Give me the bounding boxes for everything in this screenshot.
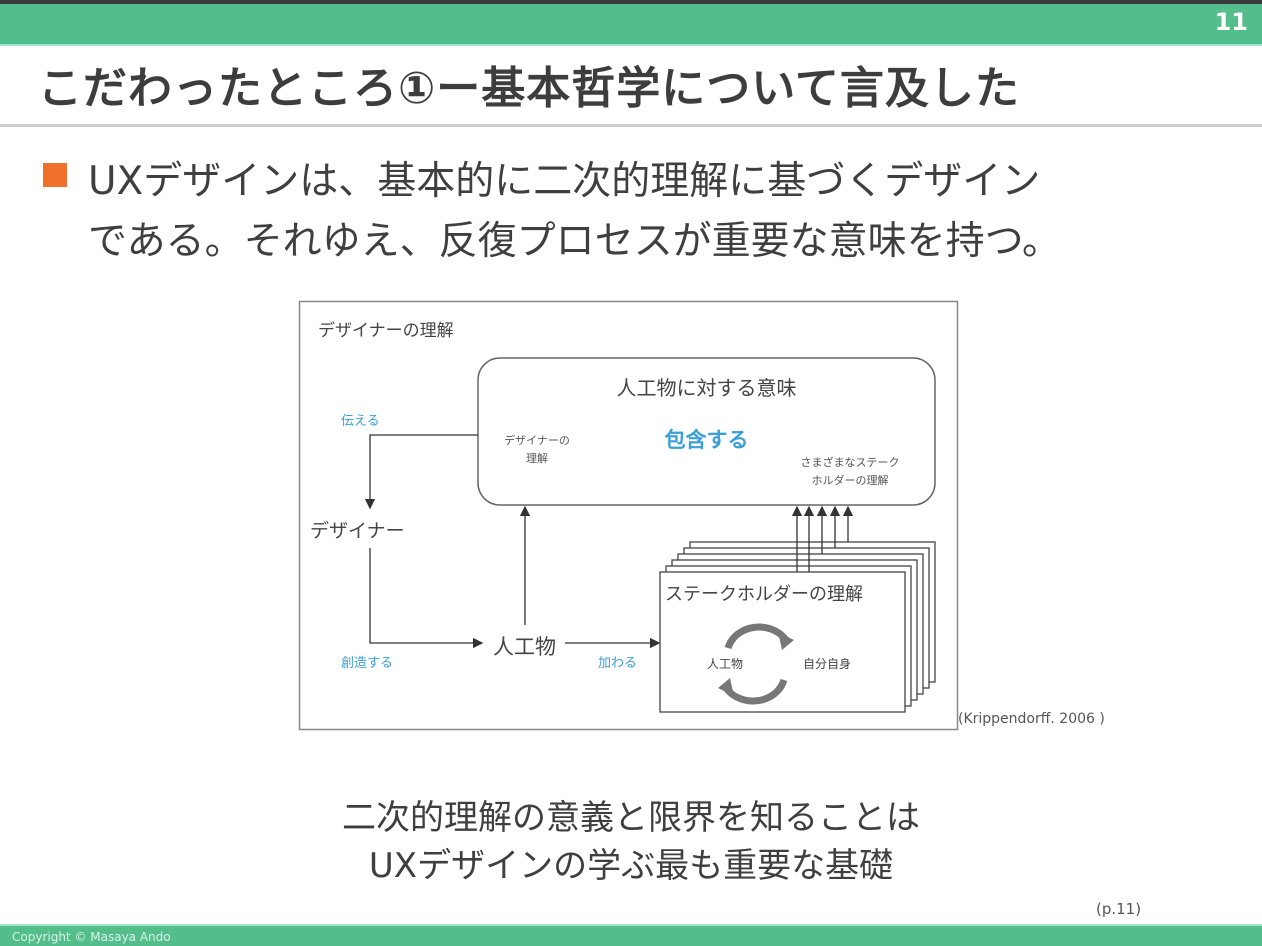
stakeholder-box-title: ステークホルダーの理解: [665, 584, 863, 605]
stakeholders-understanding-line-2: ホルダーの理解: [811, 474, 889, 487]
convey-label: 伝える: [341, 414, 380, 429]
title-divider: [0, 124, 1262, 127]
designer-understanding: デザイナーの 理解: [487, 432, 587, 468]
bullet-line-2: である。それゆえ、反復プロセスが重要な意味を持つ。: [88, 219, 1062, 264]
copyright: Copyright © Masaya Ando: [12, 930, 171, 944]
header-band: [0, 4, 1262, 46]
page-number: 11: [1214, 8, 1248, 36]
convey-arrow: [364, 434, 478, 510]
designer-label: デザイナー: [310, 520, 405, 542]
cycle-left-label: 人工物: [707, 657, 744, 671]
create-arrow: [369, 548, 484, 649]
bullet-square-icon: [43, 163, 67, 187]
page-reference: (p.11): [1096, 900, 1142, 918]
bullet-line-1: UXデザインは、基本的に二次的理解に基づくデザイン: [88, 159, 1041, 204]
cycle-right-label: 自分自身: [803, 657, 852, 671]
designer-understanding-line-1: デザイナーの: [504, 434, 570, 447]
create-label: 創造する: [341, 656, 394, 671]
stakeholders-understanding: さまざまなステーク ホルダーの理解: [770, 454, 930, 490]
meaning-box: [477, 357, 936, 506]
outer-frame: [298, 300, 959, 731]
outer-label: デザイナーの理解: [318, 321, 454, 341]
include-label: 包含する: [664, 428, 749, 452]
slide-title: こだわったところ①ー基本哲学について言及した: [38, 63, 1020, 114]
stakeholders-understanding-line-1: さまざまなステーク: [800, 456, 900, 469]
conclusion-line-1: 二次的理解の意義と限界を知ることは: [342, 798, 920, 838]
designer-understanding-line-2: 理解: [526, 452, 548, 465]
top-strip: [0, 0, 1262, 4]
stakeholder-arrows: [791, 505, 854, 572]
artifact-label: 人工物: [493, 635, 556, 659]
citation: (Krippendorff. 2006 ): [958, 711, 1105, 727]
join-label: 加わる: [598, 656, 638, 671]
conclusion-line-2: UXデザインの学ぶ最も重要な基礎: [368, 846, 894, 886]
footer-band: [0, 924, 1262, 946]
meaning-title: 人工物に対する意味: [616, 376, 797, 400]
